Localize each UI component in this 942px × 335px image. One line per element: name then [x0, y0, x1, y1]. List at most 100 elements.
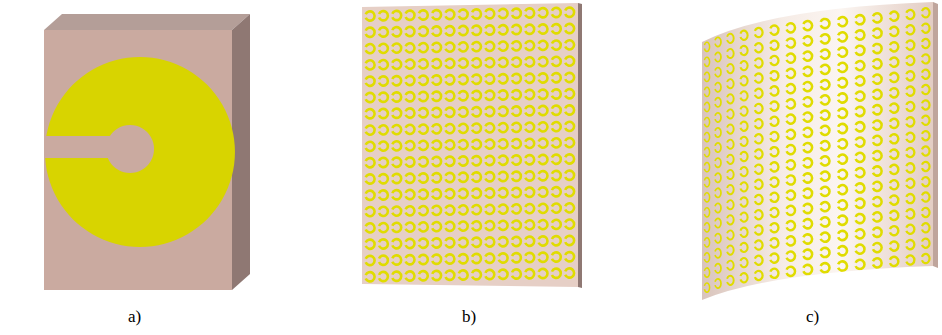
split-ring — [432, 157, 441, 166]
split-ring — [787, 236, 795, 245]
split-ring — [406, 141, 415, 150]
split-ring — [419, 108, 428, 117]
split-ring — [770, 117, 778, 126]
split-ring — [472, 123, 481, 132]
split-ring — [525, 139, 534, 148]
split-ring — [740, 46, 747, 55]
split-ring — [715, 188, 721, 197]
split-ring — [740, 152, 747, 161]
split-ring — [740, 228, 747, 237]
split-ring — [838, 93, 847, 102]
split-ring — [392, 239, 401, 248]
split-ring — [873, 197, 882, 206]
split-ring — [446, 124, 455, 133]
split-ring — [552, 269, 561, 278]
split-ring — [821, 156, 830, 165]
split-ring — [499, 90, 508, 99]
split-ring — [419, 206, 428, 215]
split-ring — [485, 74, 494, 83]
split-ring — [406, 190, 415, 199]
split-ring — [565, 24, 574, 33]
split-ring — [856, 137, 865, 146]
split-ring — [432, 75, 441, 84]
split-ring — [565, 105, 574, 114]
split-ring — [727, 170, 734, 179]
split-ring — [922, 193, 930, 202]
split-ring — [740, 122, 747, 131]
split-ring — [379, 190, 388, 199]
split-ring — [472, 205, 481, 214]
split-ring — [499, 58, 508, 67]
split-ring — [379, 44, 388, 53]
split-ring — [472, 189, 481, 198]
split-ring — [552, 155, 561, 164]
split-ring — [770, 253, 778, 262]
split-ring — [446, 222, 455, 231]
split-ring — [727, 245, 734, 254]
split-ring — [366, 125, 375, 134]
split-ring — [755, 119, 763, 128]
split-ring — [715, 218, 721, 227]
split-ring — [485, 42, 494, 51]
split-ring — [512, 58, 521, 67]
split-ring — [406, 125, 415, 134]
split-ring — [446, 140, 455, 149]
split-ring — [512, 90, 521, 99]
split-ring — [755, 165, 763, 174]
split-ring — [366, 93, 375, 102]
split-ring — [406, 43, 415, 52]
split-ring — [472, 42, 481, 51]
split-ring — [392, 44, 401, 53]
split-ring — [552, 252, 561, 261]
split-ring — [512, 25, 521, 34]
split-ring — [704, 163, 709, 172]
split-ring — [459, 140, 468, 149]
split-ring — [838, 261, 847, 270]
split-ring — [922, 162, 930, 171]
split-ring — [379, 207, 388, 216]
split-ring — [704, 72, 709, 81]
split-ring — [838, 78, 847, 87]
split-ring — [446, 254, 455, 263]
split-ring — [787, 206, 795, 215]
split-ring — [499, 107, 508, 116]
split-ring — [803, 219, 812, 228]
split-ring — [821, 65, 830, 74]
panel-face — [362, 3, 578, 287]
split-ring — [787, 23, 795, 32]
split-ring — [525, 106, 534, 115]
split-ring — [392, 158, 401, 167]
split-ring — [740, 273, 747, 282]
split-ring — [873, 182, 882, 191]
split-ring — [704, 268, 709, 277]
split-ring — [459, 254, 468, 263]
split-ring — [459, 26, 468, 35]
split-ring — [821, 34, 830, 43]
split-ring — [392, 141, 401, 150]
split-ring — [856, 30, 865, 39]
split-ring — [366, 142, 375, 151]
split-ring — [873, 75, 882, 84]
split-ring — [906, 133, 914, 142]
split-ring — [890, 58, 898, 67]
split-ring — [856, 183, 865, 192]
split-ring — [366, 60, 375, 69]
split-ring — [838, 32, 847, 41]
split-ring — [379, 11, 388, 20]
split-ring — [856, 46, 865, 55]
split-ring — [873, 90, 882, 99]
split-ring — [906, 10, 914, 19]
split-ring — [803, 234, 812, 243]
split-ring — [755, 104, 763, 113]
ring-gap — [44, 136, 134, 158]
split-ring — [552, 171, 561, 180]
split-ring — [366, 256, 375, 265]
split-ring — [803, 250, 812, 259]
split-ring — [392, 174, 401, 183]
split-ring — [552, 187, 561, 196]
split-ring — [459, 238, 468, 247]
split-ring — [406, 92, 415, 101]
split-ring — [539, 269, 548, 278]
split-ring — [539, 171, 548, 180]
panel-face — [702, 2, 933, 300]
